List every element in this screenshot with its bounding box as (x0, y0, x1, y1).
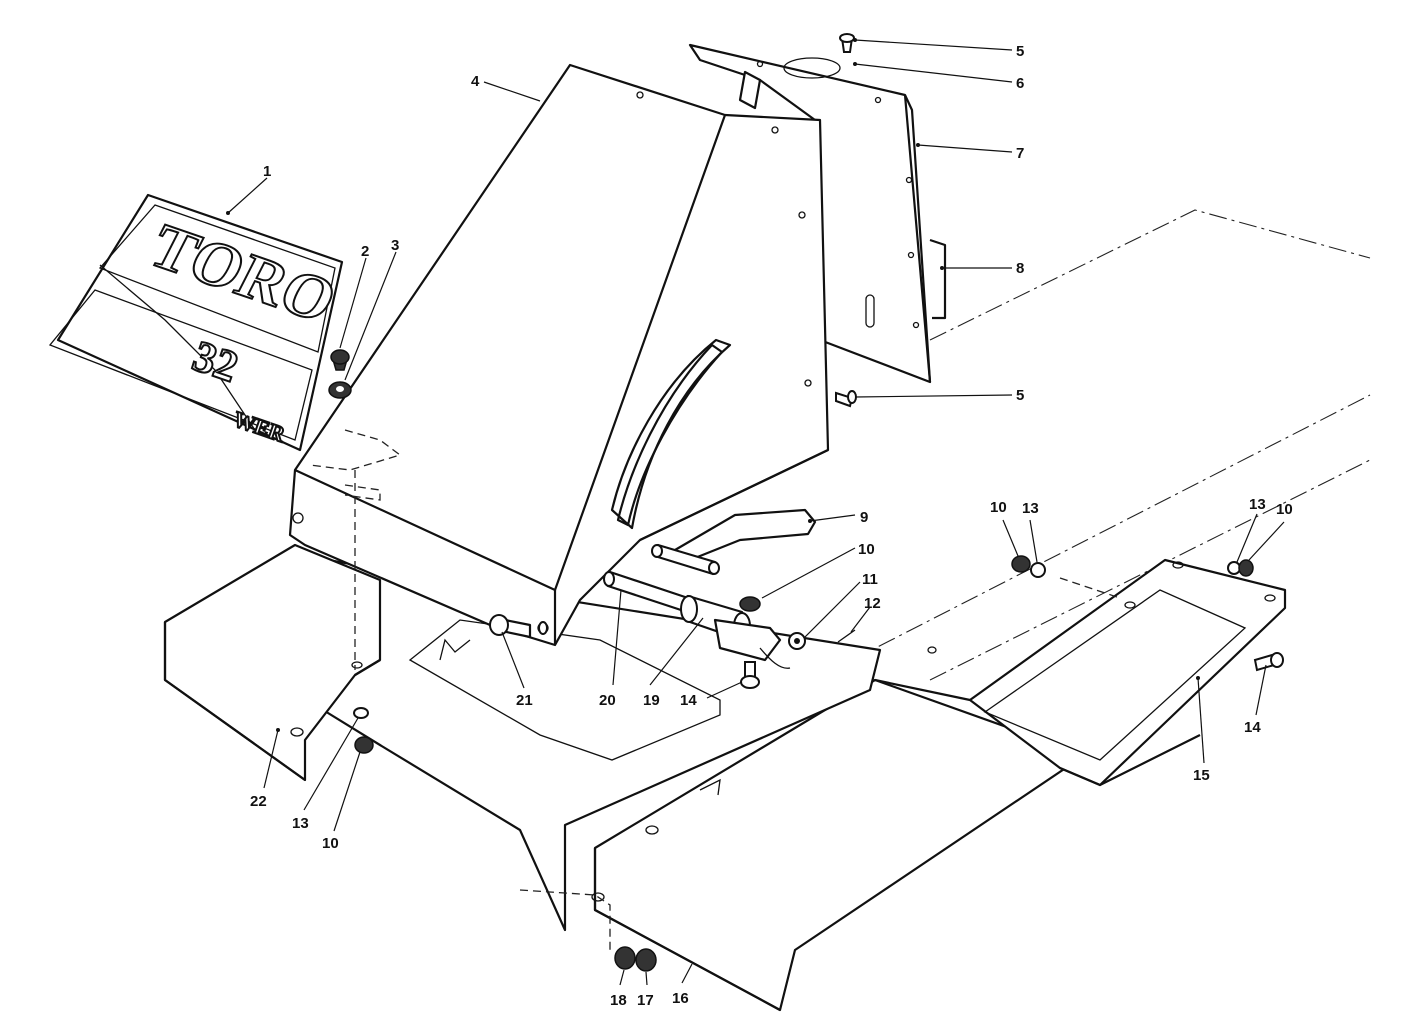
hardware (328, 33, 1284, 972)
callout-20: 20 (599, 692, 616, 709)
leader-dots (226, 38, 1200, 732)
chute-housing (288, 63, 830, 647)
hinge-pin (603, 570, 687, 613)
callout-5-top: 5 (1016, 43, 1024, 60)
callout-18: 18 (610, 992, 627, 1009)
callout-22: 22 (250, 793, 267, 810)
hinge-assembly (680, 594, 791, 669)
callout-4: 4 (471, 73, 480, 90)
callout-10-center: 10 (858, 541, 875, 558)
callout-12: 12 (864, 595, 881, 612)
callout-8: 8 (1016, 260, 1024, 277)
callout-labels: 1 2 3 4 5 6 7 8 5 9 10 11 12 21 20 19 14… (250, 43, 1293, 1009)
callout-7: 7 (1016, 145, 1024, 162)
hidden-lines (309, 429, 1121, 950)
leader-lines (227, 39, 1285, 986)
callout-19: 19 (643, 692, 660, 709)
callout-3: 3 (391, 237, 399, 254)
callout-17: 17 (637, 992, 654, 1009)
callout-2: 2 (361, 243, 369, 260)
callout-13-right: 13 (1249, 496, 1266, 513)
right-rear-shield (968, 558, 1287, 787)
callout-16: 16 (672, 990, 689, 1007)
callout-21: 21 (516, 692, 533, 709)
callout-1: 1 (263, 163, 271, 180)
right-deflector-shield (591, 678, 1087, 1012)
callout-10-left: 10 (322, 835, 339, 852)
callout-14-right: 14 (1244, 719, 1261, 736)
callout-6: 6 (1016, 75, 1024, 92)
callout-10-right-mid: 10 (990, 499, 1007, 516)
left-deflector-shield (163, 543, 382, 782)
callout-11: 11 (862, 571, 878, 588)
toro-decal: TORO 32 WER (48, 193, 349, 452)
callout-14-center: 14 (680, 692, 697, 709)
callout-13-right-mid: 13 (1022, 500, 1039, 517)
callout-15: 15 (1193, 767, 1210, 784)
callout-5-side: 5 (1016, 387, 1024, 404)
callout-10-right: 10 (1276, 501, 1293, 518)
callout-9: 9 (860, 509, 868, 526)
chute-handle (651, 508, 817, 576)
callout-13-left: 13 (292, 815, 309, 832)
